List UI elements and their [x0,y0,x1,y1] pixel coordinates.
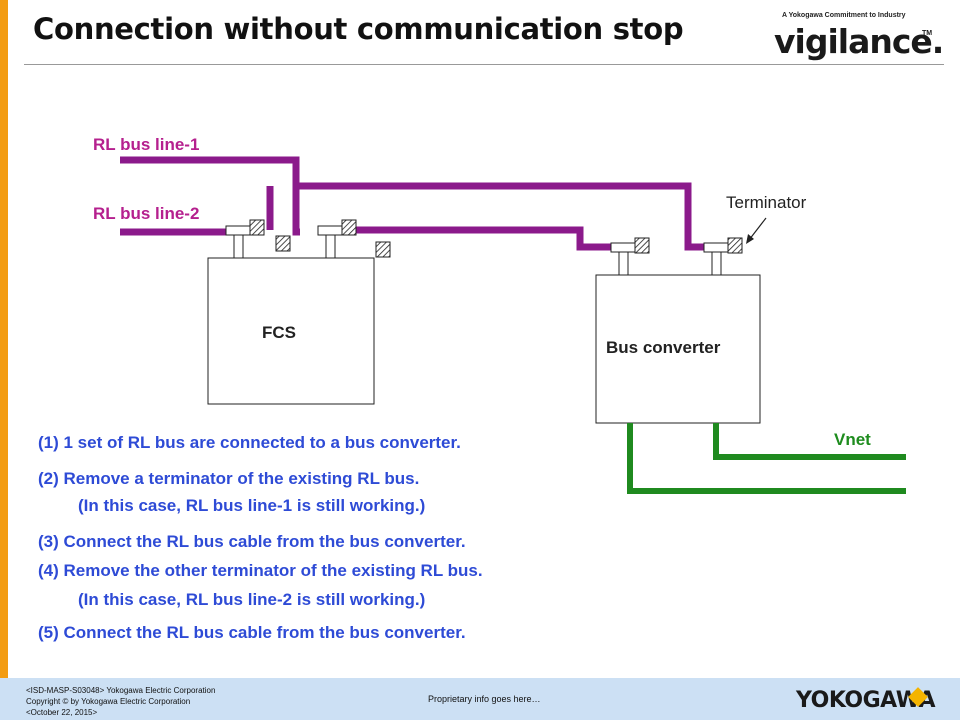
fcs-connector-right [317,219,357,259]
bus-converter-connector-left [610,237,650,276]
rl-bus-line-1 [120,156,708,251]
footer-copyright: Copyright © by Yokogawa Electric Corpora… [26,697,191,706]
rl-bus-line-2-label: RL bus line-2 [93,204,200,223]
logo-tagline: A Yokogawa Commitment to Industry [782,12,906,19]
bus-converter-connector-right [703,237,743,276]
rl-bus-line-1-label: RL bus line-1 [93,135,200,154]
terminator-arrowhead [746,234,754,244]
footer-doc-id: <ISD-MASP-S03048> Yokogawa Electric Corp… [26,686,216,695]
footer-band [0,678,960,720]
page-title: Connection without communication stop [33,12,684,46]
terminator-arrow [748,217,767,241]
step-4: (4) Remove the other terminator of the e… [38,561,483,580]
rl-bus-line-1-drop [292,160,300,236]
title-divider [24,64,944,65]
vnet-line-2 [627,423,906,494]
step-4-note: (In this case, RL bus line-2 is still wo… [78,590,426,609]
vnet-line-1 [713,423,906,460]
logo-trademark: TM [922,30,933,37]
step-5: (5) Connect the RL bus cable from the bu… [38,623,466,642]
fcs-terminator-removed-1 [275,235,291,252]
left-accent-bar [0,0,8,678]
fcs-label: FCS [262,323,296,342]
fcs-terminator-removed-2 [375,241,391,258]
step-3: (3) Connect the RL bus cable from the bu… [38,532,466,551]
bus-converter-label: Bus converter [606,338,721,357]
step-2-note: (In this case, RL bus line-1 is still wo… [78,496,426,515]
step-2: (2) Remove a terminator of the existing … [38,469,420,488]
logo-word: vigilance. [774,22,944,61]
terminator-label: Terminator [726,193,807,212]
bus-converter-box [595,274,761,424]
vnet-label: Vnet [834,430,871,449]
footer-info: <ISD-MASP-S03048> Yokogawa Electric Corp… [26,685,215,718]
step-1: (1) 1 set of RL bus are connected to a b… [38,433,461,452]
footer-proprietary: Proprietary info goes here… [428,694,541,704]
footer-date: <October 22, 2015> [26,708,98,717]
rl-bus-line-2-run [318,226,612,251]
fcs-connector-left [225,219,265,259]
vigilance-logo: A Yokogawa Commitment to Industry vigila… [770,10,944,61]
fcs-box [207,257,375,405]
